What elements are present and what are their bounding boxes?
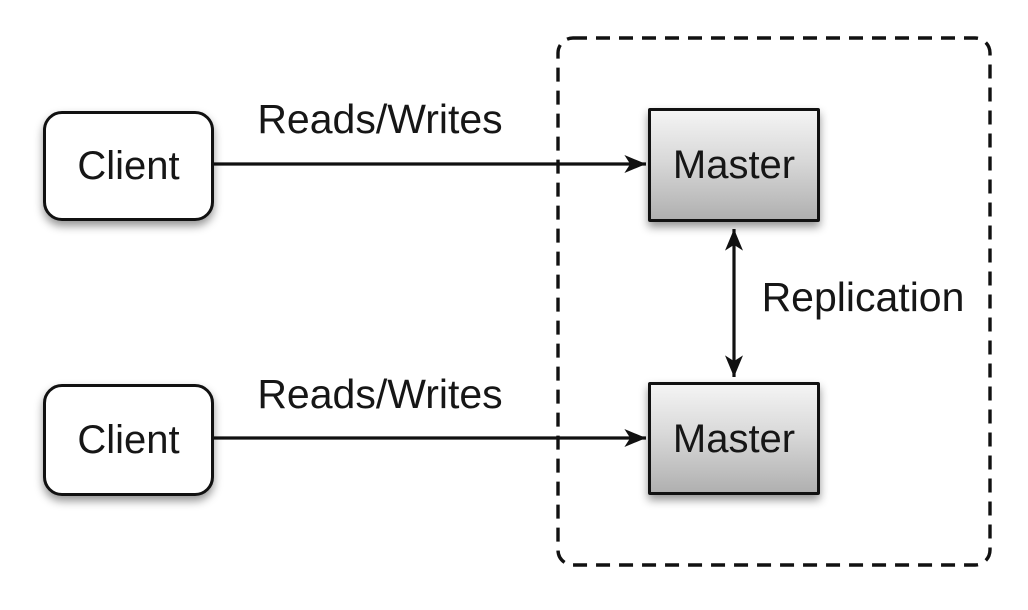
client-node-1: Client [43,111,214,221]
client-node-2-label: Client [77,418,180,462]
client-node-1-label: Client [77,144,180,188]
edge-label-replication: Replication [761,274,965,320]
master-node-1: Master [648,108,820,222]
master-node-2: Master [648,382,820,495]
edge-label-reads-writes-2: Reads/Writes [257,371,503,417]
master-node-1-label: Master [672,143,796,187]
master-node-2-label: Master [672,416,796,461]
replication-cluster-boundary [556,36,992,567]
client-node-2: Client [43,384,214,496]
edge-label-reads-writes-1: Reads/Writes [257,96,503,142]
